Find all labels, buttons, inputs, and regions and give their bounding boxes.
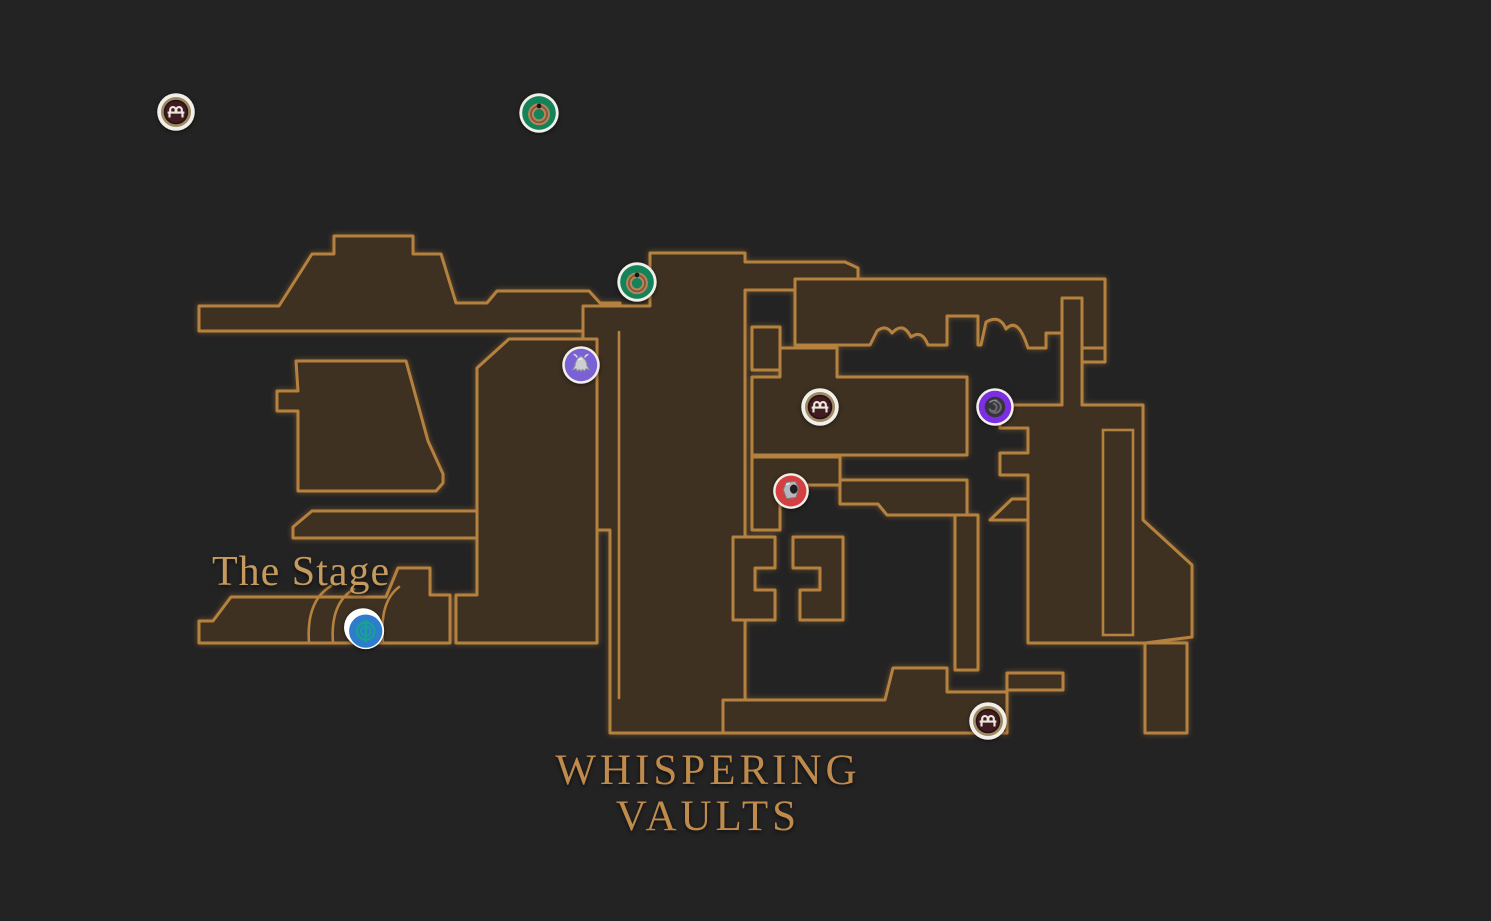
room-the-stage [197, 566, 452, 645]
room-bottom-band [721, 666, 1009, 735]
room-bottom-connector [953, 513, 980, 672]
marker-bench-upper-left [156, 92, 197, 133]
room-top-corridor [197, 234, 622, 333]
right-vault-inner-cell [1101, 428, 1135, 637]
ring-icon [528, 102, 550, 126]
room-bench-hall [750, 346, 969, 457]
marker-bench-central [800, 387, 841, 428]
marker-flea-shaft-top [616, 261, 659, 304]
bench-icon [167, 106, 185, 118]
stage-arch-2 [331, 587, 356, 645]
bell-icon [571, 353, 591, 373]
room-left-hall [275, 359, 445, 493]
room-zigzag [838, 478, 969, 517]
stage-arch-1 [307, 584, 333, 645]
relic-icon [782, 480, 800, 500]
room-right-stalk [1143, 641, 1189, 735]
ring-icon [626, 271, 648, 295]
marker-player-location [342, 607, 389, 654]
cocoon-icon [984, 396, 1006, 418]
bench-icon [979, 715, 997, 727]
marker-cocoon-collectible [975, 387, 1016, 428]
room-right-vault [998, 296, 1194, 645]
room-mid-tall [454, 337, 599, 645]
room-bracket-left [731, 535, 777, 622]
room-bracket-right [791, 535, 845, 622]
compass-icon [355, 619, 376, 643]
marker-bench-lower-right [968, 701, 1009, 742]
room-bottom-band-stub [1005, 671, 1065, 692]
marker-relic-item [772, 472, 811, 511]
room-stage-upper-bar [291, 509, 479, 540]
bench-icon [811, 401, 829, 413]
marker-bell-shrine [561, 345, 602, 386]
marker-flea-upper [518, 92, 561, 135]
room-bench-hall-upper-cell [750, 325, 782, 372]
room-upper-right-band [793, 277, 1107, 350]
